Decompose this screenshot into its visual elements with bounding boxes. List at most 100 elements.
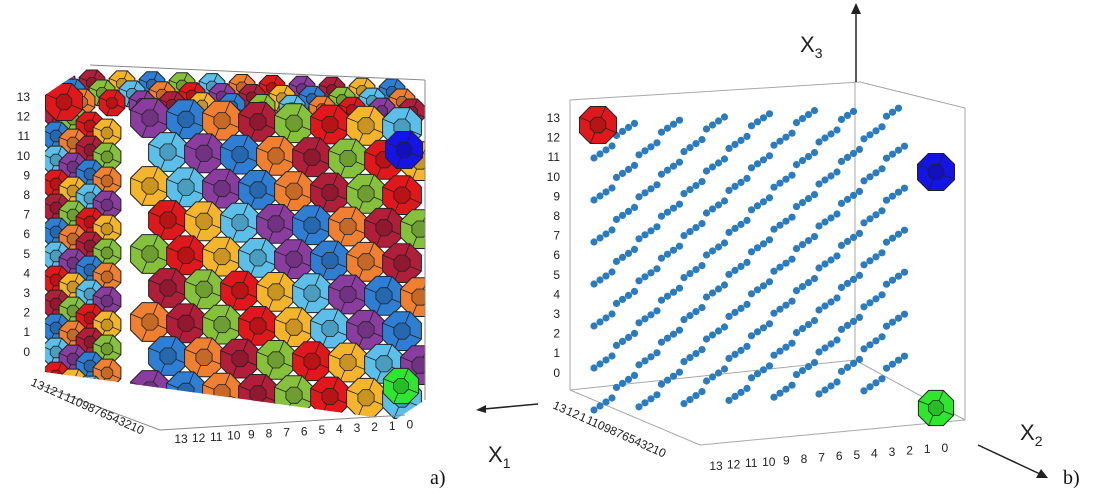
lattice-point <box>759 114 768 122</box>
polyhedron <box>184 337 224 378</box>
lattice-point <box>810 359 819 367</box>
lattice-point <box>635 235 643 243</box>
lattice-point <box>804 111 813 119</box>
lattice-point <box>843 237 852 245</box>
lattice-point <box>669 120 678 128</box>
polyhedron <box>346 241 386 282</box>
lattice-point <box>698 220 706 228</box>
lattice-point <box>860 177 868 185</box>
lattice-point <box>782 217 790 225</box>
polyhedron <box>328 206 368 247</box>
green-corner-polyhedron <box>917 389 955 427</box>
lattice-point <box>888 150 897 158</box>
lattice-point <box>765 152 774 160</box>
lattice-point <box>827 172 835 180</box>
lattice-point <box>804 363 813 371</box>
lattice-point <box>731 266 739 274</box>
polyhedron <box>256 340 296 380</box>
lattice-point <box>743 342 751 350</box>
lattice-point <box>630 119 639 127</box>
lattice-point <box>653 223 661 231</box>
blue-corner-polyhedron <box>917 153 955 191</box>
lattice-point <box>860 219 868 227</box>
lattice-point <box>810 191 819 199</box>
lattice-point <box>765 110 774 118</box>
lattice-point <box>698 346 706 354</box>
polyhedron <box>346 377 386 418</box>
lattice-point <box>725 396 733 404</box>
x-tick-label: 9 <box>248 428 255 442</box>
lattice-point <box>855 271 864 279</box>
lattice-point <box>612 173 621 181</box>
lattice-point <box>882 238 891 246</box>
lattice-point <box>815 306 823 314</box>
lattice-point <box>753 244 762 252</box>
lattice-point <box>821 260 829 268</box>
lattice-point <box>630 329 639 337</box>
lattice-point <box>590 322 598 330</box>
lattice-point <box>602 272 610 280</box>
polyhedron <box>274 307 314 348</box>
lattice-point <box>810 107 819 115</box>
lattice-point <box>843 153 852 161</box>
polyhedron <box>328 274 368 315</box>
polyhedron <box>256 204 296 244</box>
lattice-point <box>753 286 762 294</box>
lattice-point <box>596 276 604 284</box>
lattice-point <box>759 240 768 248</box>
lattice-point <box>866 383 874 391</box>
polyhedron <box>202 304 242 345</box>
lattice-point <box>765 236 774 244</box>
lattice-point <box>810 233 819 241</box>
lattice-point <box>647 269 655 277</box>
lattice-point <box>821 134 829 142</box>
lattice-point <box>653 139 661 147</box>
lattice-point <box>596 402 604 410</box>
lattice-point <box>720 113 729 121</box>
polyhedron <box>256 136 296 176</box>
x-tick-label: 13 <box>709 459 723 473</box>
polyhedron <box>98 89 126 117</box>
lattice-point <box>702 251 711 259</box>
x-tick-label: 12 <box>727 458 741 472</box>
z-tick-label: 7 <box>23 208 30 222</box>
lattice-point <box>833 168 841 176</box>
z-tick-label: 12 <box>547 131 561 145</box>
lattice-point <box>821 344 829 352</box>
lattice-point <box>657 170 666 178</box>
lattice-point <box>815 180 823 188</box>
lattice-point <box>641 357 649 365</box>
lattice-point <box>759 366 768 374</box>
lattice-point <box>804 195 813 203</box>
lattice-point <box>657 338 666 346</box>
lattice-point <box>770 267 778 275</box>
lattice-point <box>815 264 823 272</box>
lattice-point <box>675 200 684 208</box>
lattice-point <box>686 312 694 320</box>
lattice-point <box>596 192 604 200</box>
lattice-point <box>680 190 688 198</box>
lattice-point <box>602 356 610 364</box>
lattice-point <box>776 389 784 397</box>
corner-polyhedra <box>579 106 955 427</box>
lattice-point <box>686 354 694 362</box>
lattice-point <box>612 383 621 391</box>
lattice-point <box>810 317 819 325</box>
lattice-point <box>692 182 700 190</box>
lattice-point <box>675 158 684 166</box>
polyhedron <box>274 171 314 212</box>
polyhedron <box>166 303 206 344</box>
lattice-point <box>708 289 717 297</box>
z-tick-label: 3 <box>23 286 30 300</box>
lattice-point <box>657 128 666 136</box>
lattice-point <box>866 299 874 307</box>
lattice-point <box>900 310 909 318</box>
lattice-point <box>849 275 858 283</box>
polyhedron <box>400 209 425 249</box>
lattice-point <box>647 185 655 193</box>
lattice-point <box>624 123 633 131</box>
x-tick-label: 3 <box>354 421 361 435</box>
lattice-point <box>653 181 661 189</box>
lattice-point <box>698 262 706 270</box>
x-tick-label: 9 <box>783 453 790 467</box>
